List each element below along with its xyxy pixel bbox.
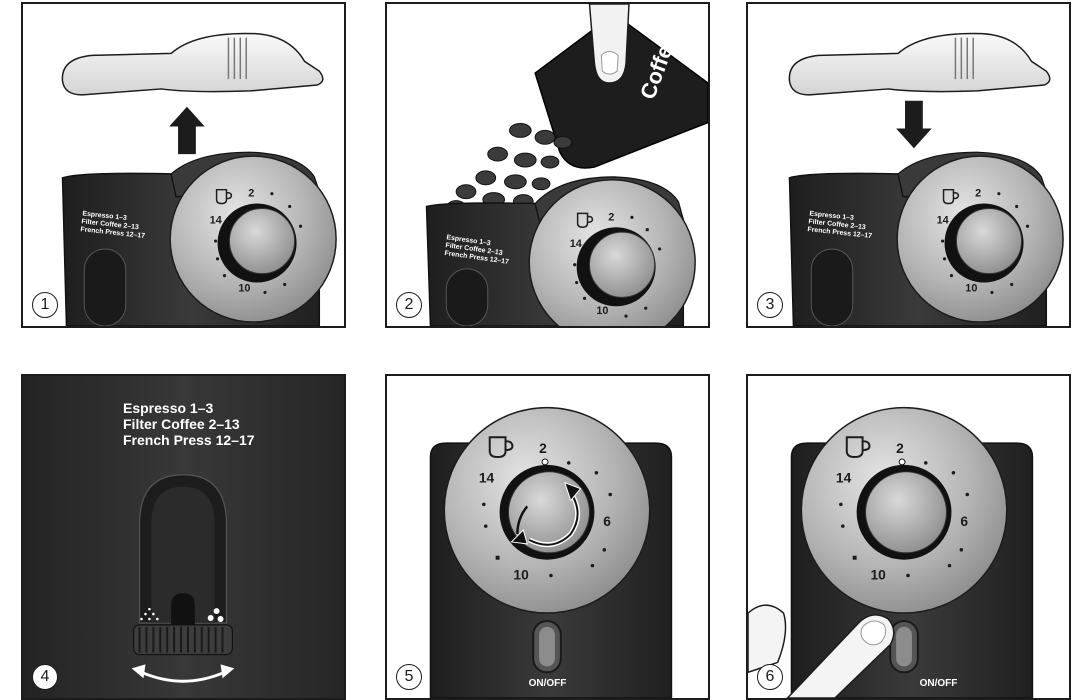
step-5-panel: 2 14 6 10 ON/OFF 5 <box>385 374 710 700</box>
on-off-label: ON/OFF <box>528 678 567 689</box>
finger <box>588 4 630 84</box>
step-number-5: 5 <box>396 664 422 690</box>
coarse-grind-icon <box>207 608 224 622</box>
grind-label-1: Espresso 1–3 <box>82 210 127 222</box>
arrow-down-icon <box>896 100 932 149</box>
cup-icon <box>845 436 871 458</box>
dial-num-14: 14 <box>210 214 222 226</box>
dial-num-10: 10 <box>870 566 886 582</box>
hopper-lid <box>788 32 1051 96</box>
fine-grind-icon <box>140 607 159 621</box>
step-2-illustration: Coffee Espresso 1–3 Filter Coffee 2–13 F… <box>425 4 708 326</box>
dial-num-10: 10 <box>513 566 529 582</box>
dial-knob <box>588 231 656 298</box>
step-number-3: 3 <box>757 292 783 318</box>
coffee-bag <box>534 12 708 169</box>
step-1-panel: Espresso 1–3 Filter Coffee 2–13 French P… <box>21 2 346 328</box>
step-number-2: 2 <box>396 292 422 318</box>
dial-num-14: 14 <box>836 470 852 486</box>
dial-num-6: 6 <box>960 513 968 529</box>
cup-icon <box>576 212 594 228</box>
grind-settings-legend: Espresso 1–3 Filter Coffee 2–13 French P… <box>123 400 255 448</box>
step-3-panel: Espresso 1–3 Filter Coffee 2–13 French P… <box>746 2 1071 328</box>
step-4-panel: Espresso 1–3 Filter Coffee 2–13 French P… <box>21 374 346 700</box>
step-1-illustration: Espresso 1–3 Filter Coffee 2–13 French P… <box>61 32 337 326</box>
dial-num-2: 2 <box>608 211 614 223</box>
step-4-illustration <box>23 376 344 698</box>
grind-label-1: Espresso 1–3 <box>809 210 854 222</box>
adjustment-ring <box>133 624 233 656</box>
dial-num-14: 14 <box>570 238 582 250</box>
step-6-illustration: 2 14 6 10 <box>748 406 1034 698</box>
dial-knob <box>865 471 948 554</box>
hand <box>748 604 787 674</box>
dial-num-6: 6 <box>603 513 611 529</box>
step-number-1: 1 <box>32 292 58 318</box>
step-5-illustration: 2 14 6 10 <box>429 406 673 698</box>
cup-icon <box>215 188 233 205</box>
cup-icon <box>488 436 514 458</box>
dial-num-2: 2 <box>248 188 254 200</box>
step-number-4: 4 <box>32 664 58 690</box>
hopper-lid <box>61 32 324 96</box>
legend-filter: Filter Coffee 2–13 <box>123 416 240 432</box>
arrow-up-icon <box>169 106 205 155</box>
double-arrow-icon <box>140 670 226 683</box>
dial-knob <box>955 207 1023 275</box>
legend-espresso: Espresso 1–3 <box>123 400 214 416</box>
legend-french-press: French Press 12–17 <box>123 432 255 448</box>
dial-num-2: 2 <box>539 440 547 456</box>
dial-num-10: 10 <box>238 282 250 294</box>
step-6-panel: 2 14 6 10 ON/OFF 6 <box>746 374 1071 700</box>
on-off-label: ON/OFF <box>919 678 958 689</box>
dial-knob <box>228 207 296 275</box>
dial-num-10: 10 <box>596 305 608 317</box>
dial-num-10: 10 <box>965 282 977 294</box>
cup-icon <box>942 188 960 205</box>
step-number-6: 6 <box>757 664 783 690</box>
dial-num-2: 2 <box>975 188 981 200</box>
dial-num-2: 2 <box>896 440 904 456</box>
step-2-panel: Coffee Espresso 1–3 Filter Coffee 2–13 F… <box>385 2 710 328</box>
dial-num-14: 14 <box>937 214 949 226</box>
step-3-illustration: Espresso 1–3 Filter Coffee 2–13 French P… <box>788 32 1064 326</box>
dial-num-14: 14 <box>479 470 495 486</box>
